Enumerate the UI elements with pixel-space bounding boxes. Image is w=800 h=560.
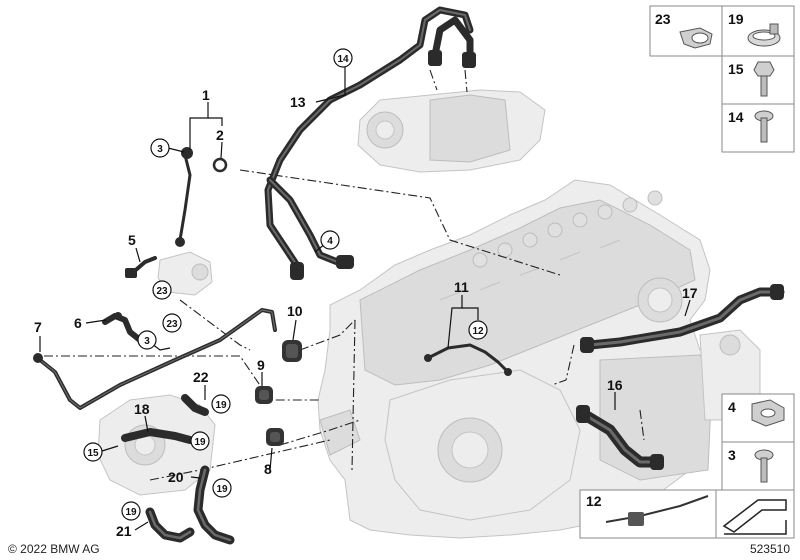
callout-10: 10 (287, 303, 303, 319)
circled-callouts: 3 14 4 23 23 3 12 19 19 19 19 15 (83, 48, 488, 521)
arrow-icon (722, 499, 787, 535)
callout-17: 17 (682, 285, 698, 301)
hose-16[interactable] (576, 405, 664, 470)
callout-9: 9 (257, 357, 265, 373)
panel-label-14: 14 (728, 109, 744, 125)
plain-callouts: 1 2 5 6 7 10 9 11 13 17 16 18 22 20 21 8 (34, 87, 698, 539)
bolt-15-icon (753, 61, 775, 97)
pipe-11[interactable] (424, 343, 512, 376)
small-pump (157, 251, 213, 296)
hose-22[interactable] (181, 394, 209, 416)
callout-19-c: 19 (216, 484, 228, 495)
callout-19-b: 19 (194, 437, 206, 448)
clip-4-icon (751, 399, 785, 427)
copyright: © 2022 BMW AG (8, 542, 100, 556)
panel-label-12: 12 (586, 493, 602, 509)
callout-11: 11 (454, 279, 469, 295)
pipe-7[interactable] (33, 308, 277, 410)
callout-16: 16 (607, 377, 623, 393)
hose-21[interactable] (145, 507, 195, 543)
panel-label-3: 3 (728, 447, 736, 463)
o-ring-2[interactable] (212, 157, 228, 173)
sensor-line-1[interactable] (175, 147, 193, 247)
hose-17[interactable] (580, 284, 785, 353)
screw-3-icon (754, 449, 774, 483)
hose-clamp-23-icon (679, 27, 713, 49)
callout-23-b: 23 (166, 319, 178, 330)
plug-10[interactable] (282, 340, 302, 362)
panel-label-15: 15 (728, 61, 744, 77)
panel-label-19: 19 (728, 11, 744, 27)
callout-22: 22 (193, 369, 209, 385)
sensor-5[interactable] (125, 256, 157, 278)
callout-8: 8 (264, 461, 272, 477)
engine-block (317, 179, 721, 539)
callout-3-bottom: 3 (144, 336, 150, 347)
callout-6: 6 (74, 315, 82, 331)
plug-8[interactable] (266, 428, 284, 446)
callout-19-d: 19 (125, 507, 137, 518)
panel-label-4: 4 (728, 399, 736, 415)
hose-20[interactable] (193, 465, 235, 545)
callout-23-a: 23 (156, 286, 168, 297)
clamp-ring-19-icon (747, 23, 781, 47)
screw-14-icon (754, 110, 774, 143)
callout-20: 20 (168, 469, 184, 485)
dash-leaders (44, 69, 645, 481)
callout-13: 13 (290, 94, 306, 110)
panel-label-23: 23 (655, 11, 671, 27)
callout-5: 5 (128, 232, 136, 248)
callout-14: 14 (337, 54, 349, 65)
plug-9[interactable] (255, 386, 273, 404)
callout-18: 18 (134, 401, 150, 417)
callout-1: 1 (202, 87, 210, 103)
parts-panel-top: 23 19 15 14 (649, 5, 795, 153)
callout-15: 15 (87, 448, 99, 459)
callout-2: 2 (216, 127, 224, 143)
callout-12: 12 (472, 326, 484, 337)
callout-4: 4 (327, 236, 333, 247)
callout-19-a: 19 (215, 400, 227, 411)
parts-panel-bottom: 4 3 12 (579, 393, 795, 539)
cable-tie-12-icon (605, 495, 709, 526)
callout-7: 7 (34, 319, 42, 335)
callout-3-top: 3 (157, 144, 163, 155)
egr-cooler-top (357, 89, 546, 173)
callout-21: 21 (116, 523, 132, 539)
diagram-id: 523510 (750, 542, 790, 556)
hose-6[interactable] (102, 312, 143, 343)
hose-18[interactable] (121, 428, 194, 444)
leader-lines (39, 66, 691, 531)
